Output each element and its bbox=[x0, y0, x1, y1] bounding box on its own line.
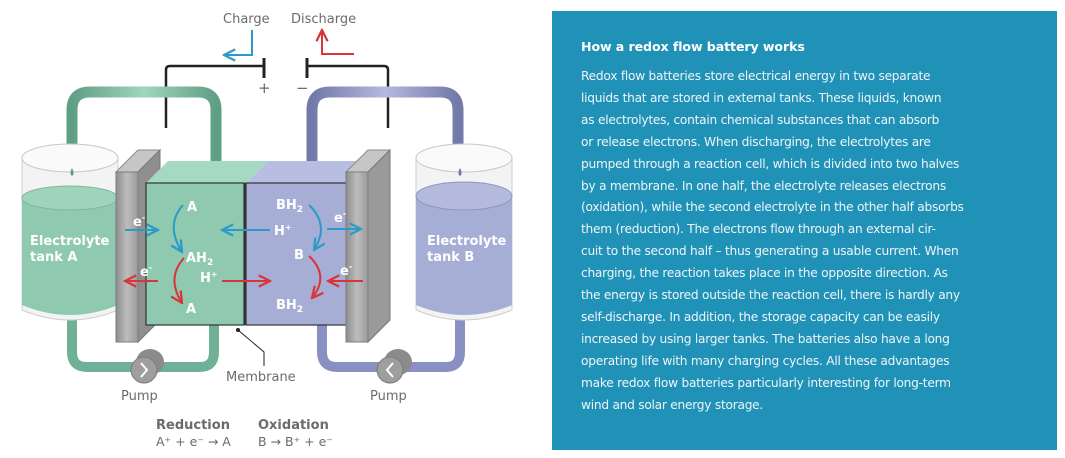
membrane-callout-line bbox=[237, 329, 265, 366]
info-body: Redox flow batteries store electrical en… bbox=[581, 66, 1035, 417]
info-body-line: Redox flow batteries store electrical en… bbox=[581, 69, 931, 83]
info-panel: How a redox flow battery works Redox flo… bbox=[552, 11, 1057, 450]
reduction-curve-arrow-icon bbox=[174, 204, 184, 252]
pipe-b-top bbox=[306, 86, 464, 165]
info-body-line: pumped through a reaction cell, which is… bbox=[581, 156, 960, 171]
electrode-right bbox=[344, 148, 392, 344]
info-body-line: operating life with many charging cycles… bbox=[581, 353, 950, 368]
info-body-line: or release electrons. When discharging, … bbox=[581, 134, 931, 149]
proton-label-b: H+ bbox=[274, 223, 292, 239]
info-body-line: liquids that are stored in external tank… bbox=[581, 90, 942, 105]
info-body-line: increased by using larger tanks. The bat… bbox=[581, 331, 950, 346]
cell-half-b bbox=[245, 161, 370, 326]
info-body-line: self-discharge. In addition, the storage… bbox=[581, 309, 940, 324]
discharge-arrow-icon bbox=[322, 30, 354, 55]
plus-sign: + bbox=[258, 79, 271, 97]
circuit-wire-left bbox=[164, 64, 264, 128]
info-body-line: cuit to the second half – thus generatin… bbox=[581, 244, 959, 259]
electron-label-b-top: e- bbox=[334, 209, 346, 226]
species-a-bottom: A bbox=[186, 302, 196, 317]
circuit-wire-right bbox=[307, 64, 390, 128]
info-body-line: by a membrane. In one half, the electrol… bbox=[581, 178, 946, 193]
pump-right-label: Pump bbox=[370, 389, 407, 404]
tank-b-label-line1: Electrolyte bbox=[427, 234, 507, 249]
discharge-label: Discharge bbox=[291, 12, 356, 27]
electron-label-a-top: e- bbox=[133, 213, 145, 230]
pump-left-label: Pump bbox=[121, 389, 158, 404]
membrane-label: Membrane bbox=[226, 370, 296, 385]
info-body-line: charging, the reaction takes place in th… bbox=[581, 266, 948, 281]
oxidation-curve-arrow-a-icon bbox=[174, 257, 185, 303]
charge-arrow-icon bbox=[224, 30, 253, 55]
charge-label: Charge bbox=[223, 12, 270, 27]
reduction-curve-arrow-b-icon bbox=[308, 255, 320, 298]
info-body-line: wind and solar energy storage. bbox=[581, 397, 764, 412]
pipe-a-top bbox=[66, 86, 222, 165]
tank-a-label-line1: Electrolyte bbox=[30, 234, 110, 249]
info-body-line: make redox flow batteries particularly i… bbox=[581, 375, 951, 390]
oxidation-title: Oxidation bbox=[258, 418, 329, 433]
oxidation-curve-arrow-b-icon bbox=[308, 204, 321, 250]
species-b-mid: B bbox=[294, 248, 304, 263]
cell-half-a bbox=[145, 161, 268, 326]
info-title: How a redox flow battery works bbox=[581, 39, 805, 54]
info-body-line: (oxidation), while the second electrolyt… bbox=[581, 200, 964, 215]
species-bh2-bottom: BH2 bbox=[276, 298, 303, 315]
electron-label-b-bottom: e- bbox=[340, 262, 352, 279]
info-body-line: them (reduction). The electrons flow thr… bbox=[581, 222, 936, 237]
tank-a-label-line2: tank A bbox=[30, 250, 77, 265]
info-body-line: the energy is stored outside the reactio… bbox=[581, 288, 960, 303]
electron-label-a-bottom: e- bbox=[140, 263, 152, 280]
electrolyte-tank-b: Electrolyte tank B bbox=[415, 143, 513, 321]
minus-sign: − bbox=[296, 79, 309, 97]
info-body-line: as electrolytes, contain chemical substa… bbox=[581, 112, 940, 127]
electrolyte-tank-a: Electrolyte tank A bbox=[21, 143, 119, 321]
chevron-right-icon bbox=[140, 362, 149, 378]
redox-flow-battery-diagram: Charge Discharge + − Electrolyte tank A … bbox=[21, 12, 513, 449]
pump-left[interactable] bbox=[130, 349, 164, 384]
oxidation-equation: B → B⁺ + e⁻ bbox=[258, 434, 333, 449]
reduction-equation: A⁺ + e⁻ → A bbox=[156, 434, 231, 449]
proton-label-a: H+ bbox=[200, 270, 218, 286]
tank-b-label-line2: tank B bbox=[427, 250, 474, 265]
chevron-left-icon bbox=[385, 362, 394, 378]
reduction-title: Reduction bbox=[156, 418, 230, 433]
pump-right[interactable] bbox=[376, 349, 412, 384]
species-a-top: A bbox=[187, 200, 197, 215]
species-bh2-top: BH2 bbox=[276, 198, 303, 215]
species-ah2: AH2 bbox=[186, 251, 213, 268]
